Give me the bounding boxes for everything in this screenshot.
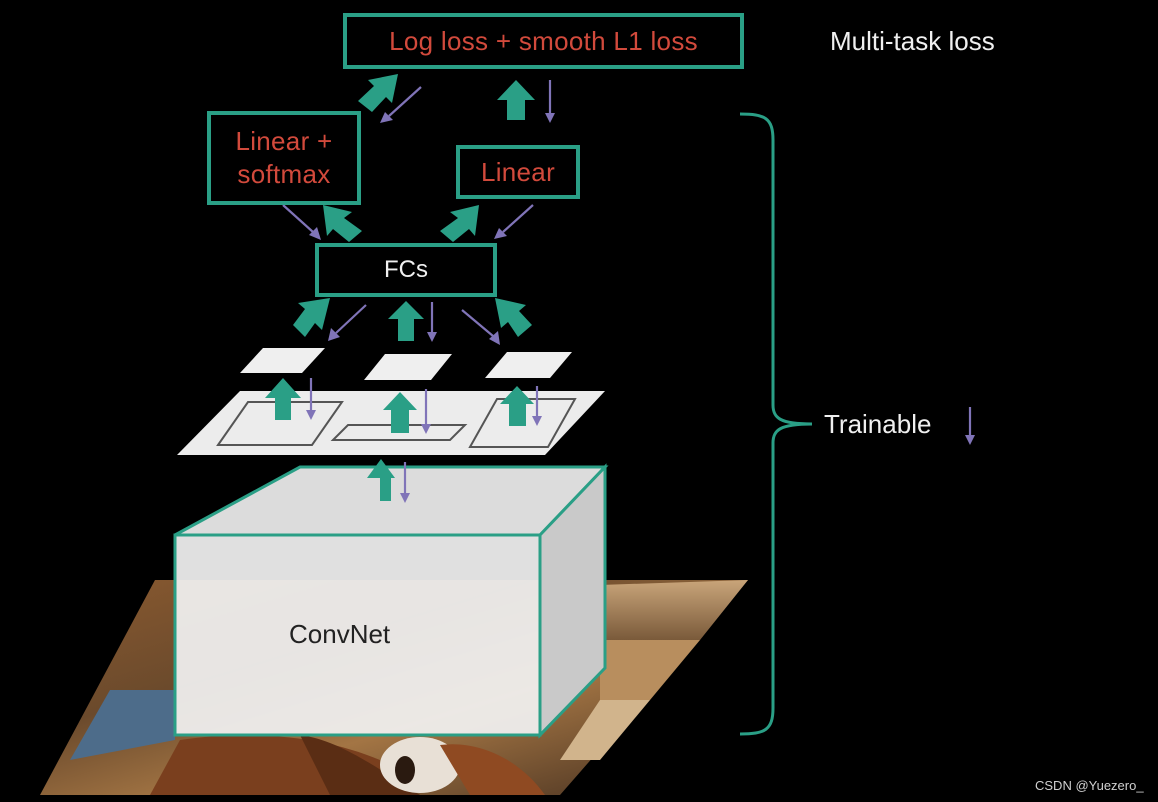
linear-softmax-box: Linear + softmax — [207, 111, 361, 205]
backward-arrows — [282, 80, 975, 503]
linear-box: Linear — [456, 145, 580, 199]
forward-arrow — [440, 205, 479, 242]
forward-arrow — [367, 459, 395, 501]
roi-pool-outputs — [240, 348, 572, 380]
backward-arrow — [545, 113, 555, 123]
roi-pool-plane-1 — [240, 348, 325, 373]
forward-arrow — [323, 205, 362, 242]
backward-arrow — [494, 228, 507, 239]
backward-arrow — [306, 410, 316, 420]
backward-arrow — [309, 227, 321, 240]
forward-arrow — [265, 378, 301, 420]
forward-arrow — [497, 80, 535, 120]
roi-pool-plane-3 — [485, 352, 572, 378]
backward-arrow — [421, 424, 431, 434]
multitask-loss-label: Multi-task loss — [830, 26, 995, 56]
forward-arrow — [495, 298, 532, 337]
backward-arrow — [328, 328, 340, 341]
trainable-bracket — [739, 112, 813, 736]
forward-arrow — [293, 298, 330, 337]
convnet-block — [173, 463, 609, 739]
backward-arrow — [400, 493, 410, 503]
roi-pool-plane-2 — [364, 354, 452, 380]
watermark: CSDN @Yuezero_ — [1035, 778, 1144, 793]
backward-arrow — [427, 332, 437, 342]
loss-box-label: Log loss + smooth L1 loss — [389, 25, 698, 56]
fcs-label: FCs — [384, 256, 428, 283]
forward-arrow — [383, 392, 417, 433]
convnet-label: ConvNet — [289, 619, 391, 649]
forward-arrow — [500, 386, 534, 426]
trainable-label: Trainable — [824, 409, 932, 439]
linear-softmax-label: Linear + softmax — [235, 126, 333, 189]
fcs-box: FCs — [315, 243, 497, 297]
forward-arrow — [388, 301, 424, 341]
linear-label: Linear — [480, 156, 556, 187]
trainable-down-arrow — [965, 435, 975, 445]
backward-arrow — [532, 416, 542, 426]
backward-arrow — [380, 112, 393, 123]
backward-arrow — [489, 331, 500, 345]
forward-arrows — [265, 74, 535, 501]
loss-box: Log loss + smooth L1 loss — [343, 13, 744, 69]
forward-arrow — [358, 74, 398, 112]
